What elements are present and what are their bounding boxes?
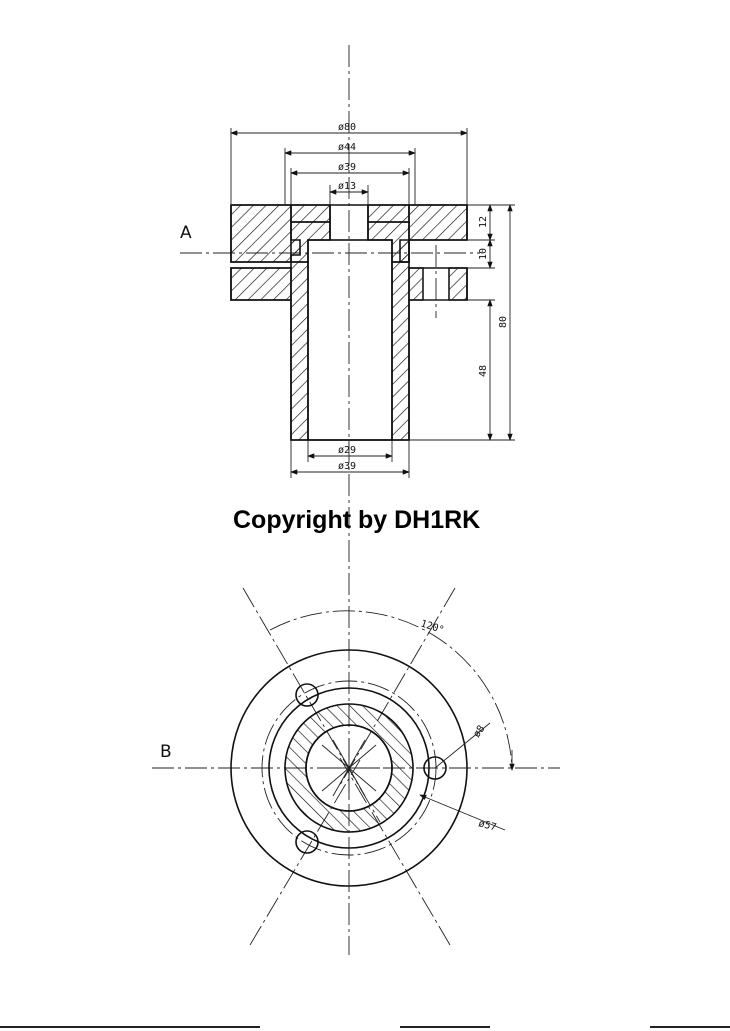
angle-arc [269, 610, 513, 769]
lower-flange-right [408, 267, 424, 301]
dimension-d39-top: ø39 [290, 162, 410, 205]
inner-circle [305, 724, 393, 812]
upper-flange-left [230, 204, 301, 263]
svg-text:ø80: ø80 [338, 122, 356, 133]
svg-text:ø39: ø39 [338, 162, 356, 173]
dimension-h48: 48 [409, 299, 515, 441]
svg-text:12: 12 [478, 216, 489, 228]
dimension-h10: 10 [467, 239, 495, 269]
d57-label: ø57 [477, 818, 497, 833]
bore-star-lines [318, 738, 380, 798]
dimension-d44: ø44 [284, 142, 416, 205]
dimension-d29: ø29 [307, 440, 393, 462]
inner-bore [307, 239, 393, 441]
section-view-a: A ø80 ø44 ø39 ø13 [180, 45, 515, 955]
dimension-d39-bottom: ø39 [290, 440, 410, 478]
section-label-b: B [160, 742, 172, 762]
lower-flange-left [230, 267, 292, 301]
hole-leader [434, 722, 491, 769]
outer-circle [230, 649, 468, 887]
tube-wall-right [391, 261, 410, 441]
bolt-circle [261, 680, 437, 856]
dimension-h12: 12 [467, 204, 515, 241]
hole-dim-label: ø8 [471, 724, 487, 740]
bolt-hole-2 [423, 756, 447, 780]
svg-text:48: 48 [478, 365, 489, 377]
svg-text:ø44: ø44 [338, 142, 356, 153]
inner-step-right [367, 221, 410, 263]
d57-leader [419, 794, 506, 831]
section-label-a: A [180, 223, 192, 243]
middle-circle [268, 687, 430, 849]
svg-text:ø29: ø29 [338, 445, 356, 456]
angle-label: 120° [419, 618, 445, 636]
dimension-d13: ø13 [329, 181, 369, 205]
dimension-d80: ø80 [230, 122, 468, 205]
plan-view-b: 120° ø8 ø57 B [152, 587, 560, 946]
inner-step-left [290, 221, 331, 263]
radial-line-upper-right [339, 587, 456, 786]
svg-text:80: 80 [498, 316, 509, 328]
svg-text:10: 10 [478, 248, 489, 260]
tube-wall-left [290, 261, 309, 441]
radial-line-lower-right [339, 757, 451, 946]
lower-flange-right-outer [448, 267, 468, 301]
upper-flange-middle-right [367, 204, 410, 223]
svg-text:ø13: ø13 [338, 181, 356, 192]
bolt-hole-3 [295, 830, 319, 854]
copyright-text: Copyright by DH1RK [233, 506, 480, 534]
bolt-hole-1 [295, 683, 319, 707]
upper-flange-middle [290, 204, 331, 223]
dimension-h80: 80 [498, 204, 513, 441]
svg-text:ø39: ø39 [338, 461, 356, 472]
